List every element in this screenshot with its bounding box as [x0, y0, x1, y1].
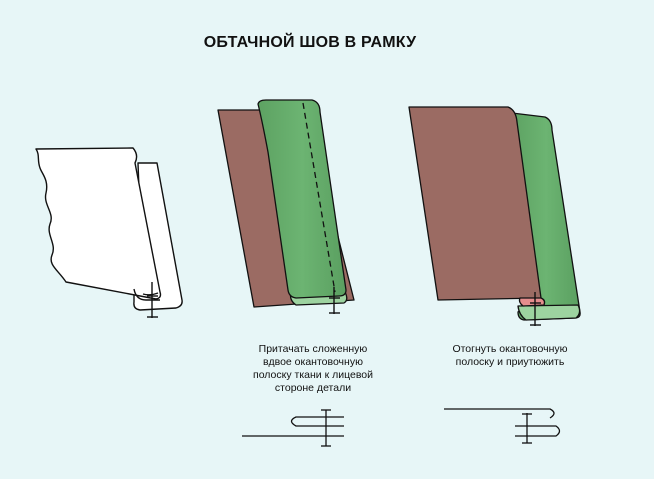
fabric-line-folded: [444, 408, 555, 419]
hem-fold-curve: [142, 292, 159, 296]
binding-underside-pressed: [517, 304, 581, 321]
binding-fold-section: [290, 416, 344, 427]
cross-section-step2: [444, 408, 561, 444]
caption-line: Отогнуть окантовочную: [452, 343, 568, 355]
diagram-title: ОБТАЧНОЙ ШОВ В РАМКУ: [203, 34, 417, 51]
stitch-mark-2: [329, 287, 340, 314]
figure-binding-pressed: [408, 106, 581, 321]
step2-caption: Отогнуть окантовочную полоску и приутюжи…: [430, 343, 590, 369]
step1-caption: Притачать сложенную вдвое окантовочную п…: [238, 343, 388, 395]
caption-line: стороне детали: [274, 382, 352, 394]
cross-section-step1: [242, 409, 344, 447]
fabric-brown-front: [408, 106, 542, 301]
stitch-line-dashed: [302, 102, 336, 293]
rolled-hem: [133, 288, 160, 301]
binding-pink-edge: [518, 297, 546, 307]
caption-line: полоску ткани к лицевой: [253, 369, 373, 381]
binding-fold-under: [515, 425, 561, 437]
figure-white-fabric-fold: [35, 147, 183, 311]
fabric-front-sheet: [35, 147, 162, 300]
stitch-mark-3: [530, 292, 541, 326]
caption-line: вдвое окантовочную: [263, 356, 363, 368]
figure-binding-attached: [217, 99, 355, 308]
stitch-mark-1: [147, 282, 158, 318]
caption-line: полоску и приутюжить: [455, 356, 565, 368]
caption-line: Притачать сложенную: [258, 343, 368, 355]
binding-green-strip: [257, 99, 347, 299]
